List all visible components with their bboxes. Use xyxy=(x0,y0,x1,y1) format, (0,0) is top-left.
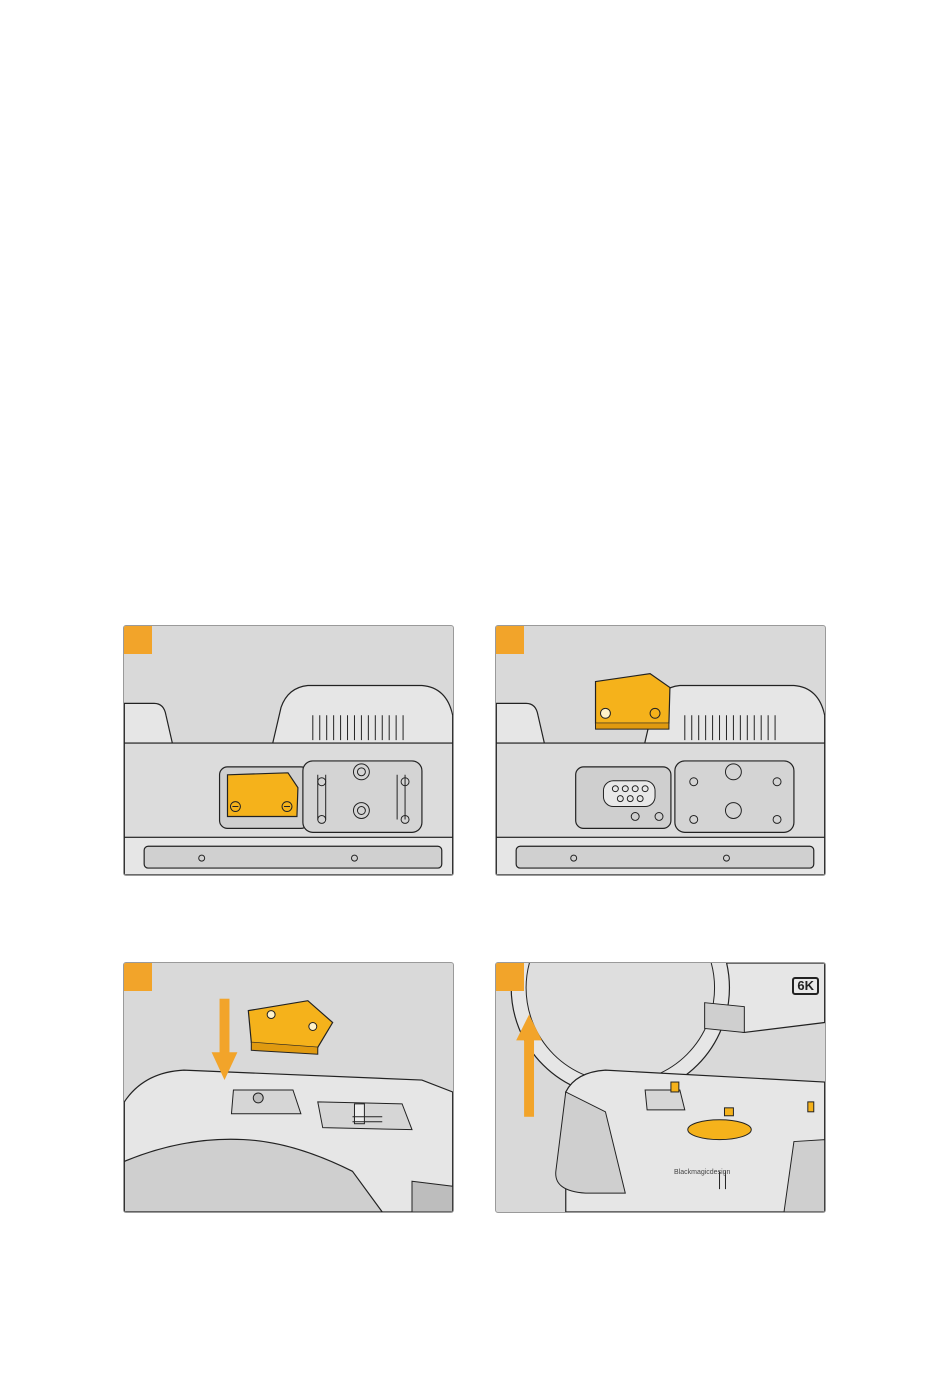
figure-step-3 xyxy=(123,962,454,1213)
step-badge xyxy=(124,963,152,991)
figure-step-1 xyxy=(123,625,454,876)
step-badge xyxy=(124,626,152,654)
camera-bottom-illustration xyxy=(124,626,453,875)
figure-step-4: 6K Blackmagicdesign xyxy=(495,962,826,1213)
figure-step-2 xyxy=(495,625,826,876)
step-badge xyxy=(496,963,524,991)
camera-bottom-illustration xyxy=(496,626,825,875)
battery-grip-illustration xyxy=(124,963,453,1212)
step-badge xyxy=(496,626,524,654)
camera-and-grip-illustration xyxy=(496,963,825,1212)
brand-label: Blackmagicdesign xyxy=(674,1169,730,1176)
model-logo-6k: 6K xyxy=(792,977,819,995)
